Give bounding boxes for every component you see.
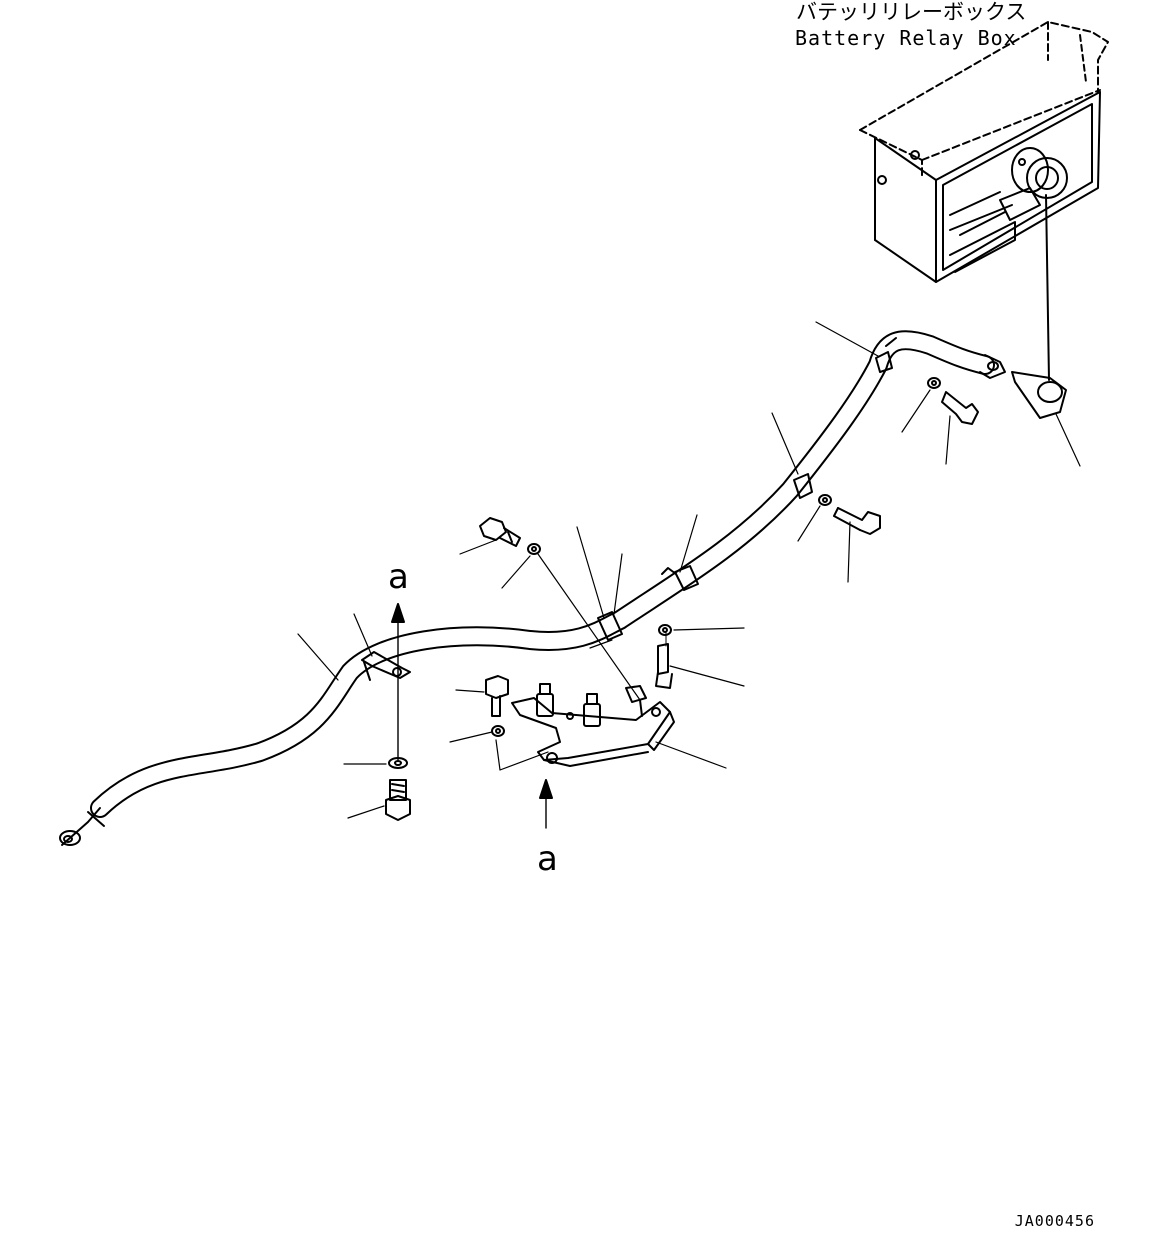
battery-relay-box [859,21,1109,381]
drawing-number: JA000456 [1014,1212,1095,1230]
view-arrows [391,603,553,829]
relay-box-title-en: Battery Relay Box [795,26,1017,50]
view-marker-a-top: a [388,557,409,597]
fasteners [385,377,979,821]
mounting-bracket [511,683,675,767]
cable-clamps [361,337,897,681]
view-marker-a-bottom: a [537,839,558,879]
relay-box-title-jp: バテッリリレーボックス [796,0,1027,24]
leader-lines [297,321,1081,819]
battery-cable [59,330,1067,846]
